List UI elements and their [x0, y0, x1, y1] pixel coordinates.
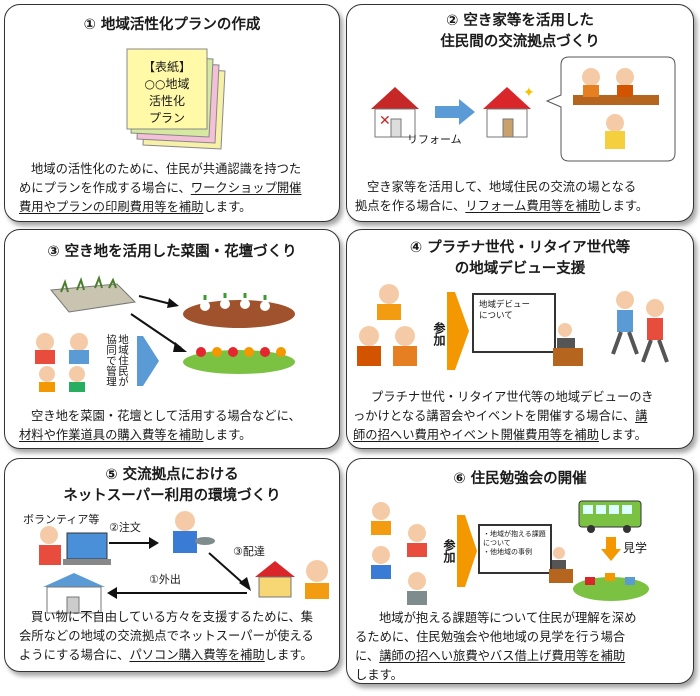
card-2: ② 空き家等を活用した住民間の交流拠点づくり ✕ ✦ リフォーム 空き家等を活用… — [346, 4, 694, 222]
right-chevron-icon — [447, 292, 469, 370]
down-arrow-icon — [601, 537, 621, 561]
arrow-icon — [109, 537, 159, 549]
tour-label: 見学 — [623, 541, 648, 555]
document-stack-illustration — [126, 48, 226, 150]
card-title: ① 地域活性化プランの作成 — [83, 17, 261, 33]
walking-seniors-illustration — [611, 291, 669, 363]
svg-text:✕: ✕ — [379, 113, 391, 129]
residents-group-illustration — [35, 333, 89, 392]
join-label: 参加 — [442, 539, 456, 563]
card-body: 地域の活性化のために、住民が共通認識を持つた めにプランを作成する場合に、ワーク… — [19, 162, 302, 214]
deliver-label: ③配達 — [233, 545, 265, 558]
seniors-group-illustration — [357, 284, 417, 366]
board-text: 地域デビュー について — [479, 300, 531, 321]
lecture-board-illustration — [472, 293, 583, 366]
card-title: ⑤ 交流拠点におけるネットスーパー利用の環境づくり — [63, 467, 281, 504]
card-title: ⑥ 住民勉強会の開催 — [453, 471, 587, 487]
card-title: ③ 空き地を活用した菜園・花壇づくり — [47, 244, 297, 260]
fishmonger-illustration — [173, 511, 215, 553]
vegetable-garden-icon — [183, 293, 295, 328]
elderly-woman-illustration — [305, 560, 329, 599]
card-5: ⑤ 交流拠点におけるネットスーパー利用の環境づくり ボランティア等 ②注文 ③配… — [4, 458, 340, 672]
svg-text:✦: ✦ — [523, 85, 535, 101]
right-chevron-icon — [457, 515, 477, 587]
arrow-icon — [138, 295, 179, 308]
new-house-icon: ✦ — [483, 85, 535, 138]
village-illustration — [573, 573, 649, 601]
card-1: ① 地域活性化プランの作成 【表紙】 ○○地域 活性化 プラン 地域の活性化のた… — [4, 4, 340, 222]
bus-icon — [578, 500, 642, 533]
right-chevron-icon — [137, 336, 159, 386]
flower-bed-icon — [183, 347, 295, 374]
residents-group-illustration — [371, 502, 427, 605]
old-house-icon: ✕ — [371, 87, 419, 138]
card-3: ③ 空き地を活用した菜園・花壇づくり 地域住民が協同で管理 空き地を菜園・花壇と… — [4, 229, 340, 449]
card-4: ④ プラチナ世代・リタイア世代等の地域デビュー支援 参加 地域デビュー について… — [346, 229, 694, 449]
volunteer-label: ボランティア等 — [23, 513, 100, 526]
card-body: プラチナ世代・リタイア世代等の地域デビューのき っかけとなる講習会やイベントを開… — [353, 390, 654, 442]
right-arrow-icon — [435, 99, 475, 125]
arrow-icon — [208, 552, 251, 591]
volunteer-computer-illustration — [39, 526, 111, 565]
speech-bubble-illustration — [545, 56, 676, 162]
card-title: ② 空き家等を活用した住民間の交流拠点づくり — [440, 13, 600, 50]
document-label: 【表紙】 ○○地域 活性化 プラン — [142, 60, 191, 125]
card-body: 空き地を菜園・花壇として活用する場合などに、 材料や作業道具の購入費等を補助しま… — [19, 409, 301, 442]
vacant-lot-illustration — [50, 274, 137, 313]
house-icon — [255, 561, 295, 598]
card-body: 空き家等を活用して、地域住民の交流の場となる 拠点を作る場合に、リフォーム費用等… — [355, 180, 649, 213]
order-label: ②注文 — [109, 521, 141, 534]
cooperative-label: 地域住民が協同で管理 — [105, 334, 129, 387]
join-label: 参加 — [432, 322, 446, 346]
out-label: ①外出 — [149, 573, 181, 586]
board-text: ・地域が抱える課題 について ・他地域の事例 — [483, 530, 546, 556]
card-title: ④ プラチナ世代・リタイア世代等の地域デビュー支援 — [409, 240, 631, 277]
lecture-board-illustration — [478, 524, 573, 583]
card-body: 買い物に不自由している方々を支援するために、集 会所などの地域の交流拠点でネット… — [19, 610, 314, 662]
community-hall-icon — [43, 573, 105, 614]
arrow-icon — [130, 313, 187, 352]
left-arrow-icon — [107, 587, 247, 599]
card-6: ⑥ 住民勉強会の開催 参加 ・地域が抱える課題 について ・他地域の事例 見学 … — [346, 458, 694, 684]
card-body: 地域が抱える課題等について住民が理解を深め るために、住民勉強会や他地域の見学を… — [355, 611, 637, 682]
reform-label: リフォーム — [407, 133, 462, 146]
